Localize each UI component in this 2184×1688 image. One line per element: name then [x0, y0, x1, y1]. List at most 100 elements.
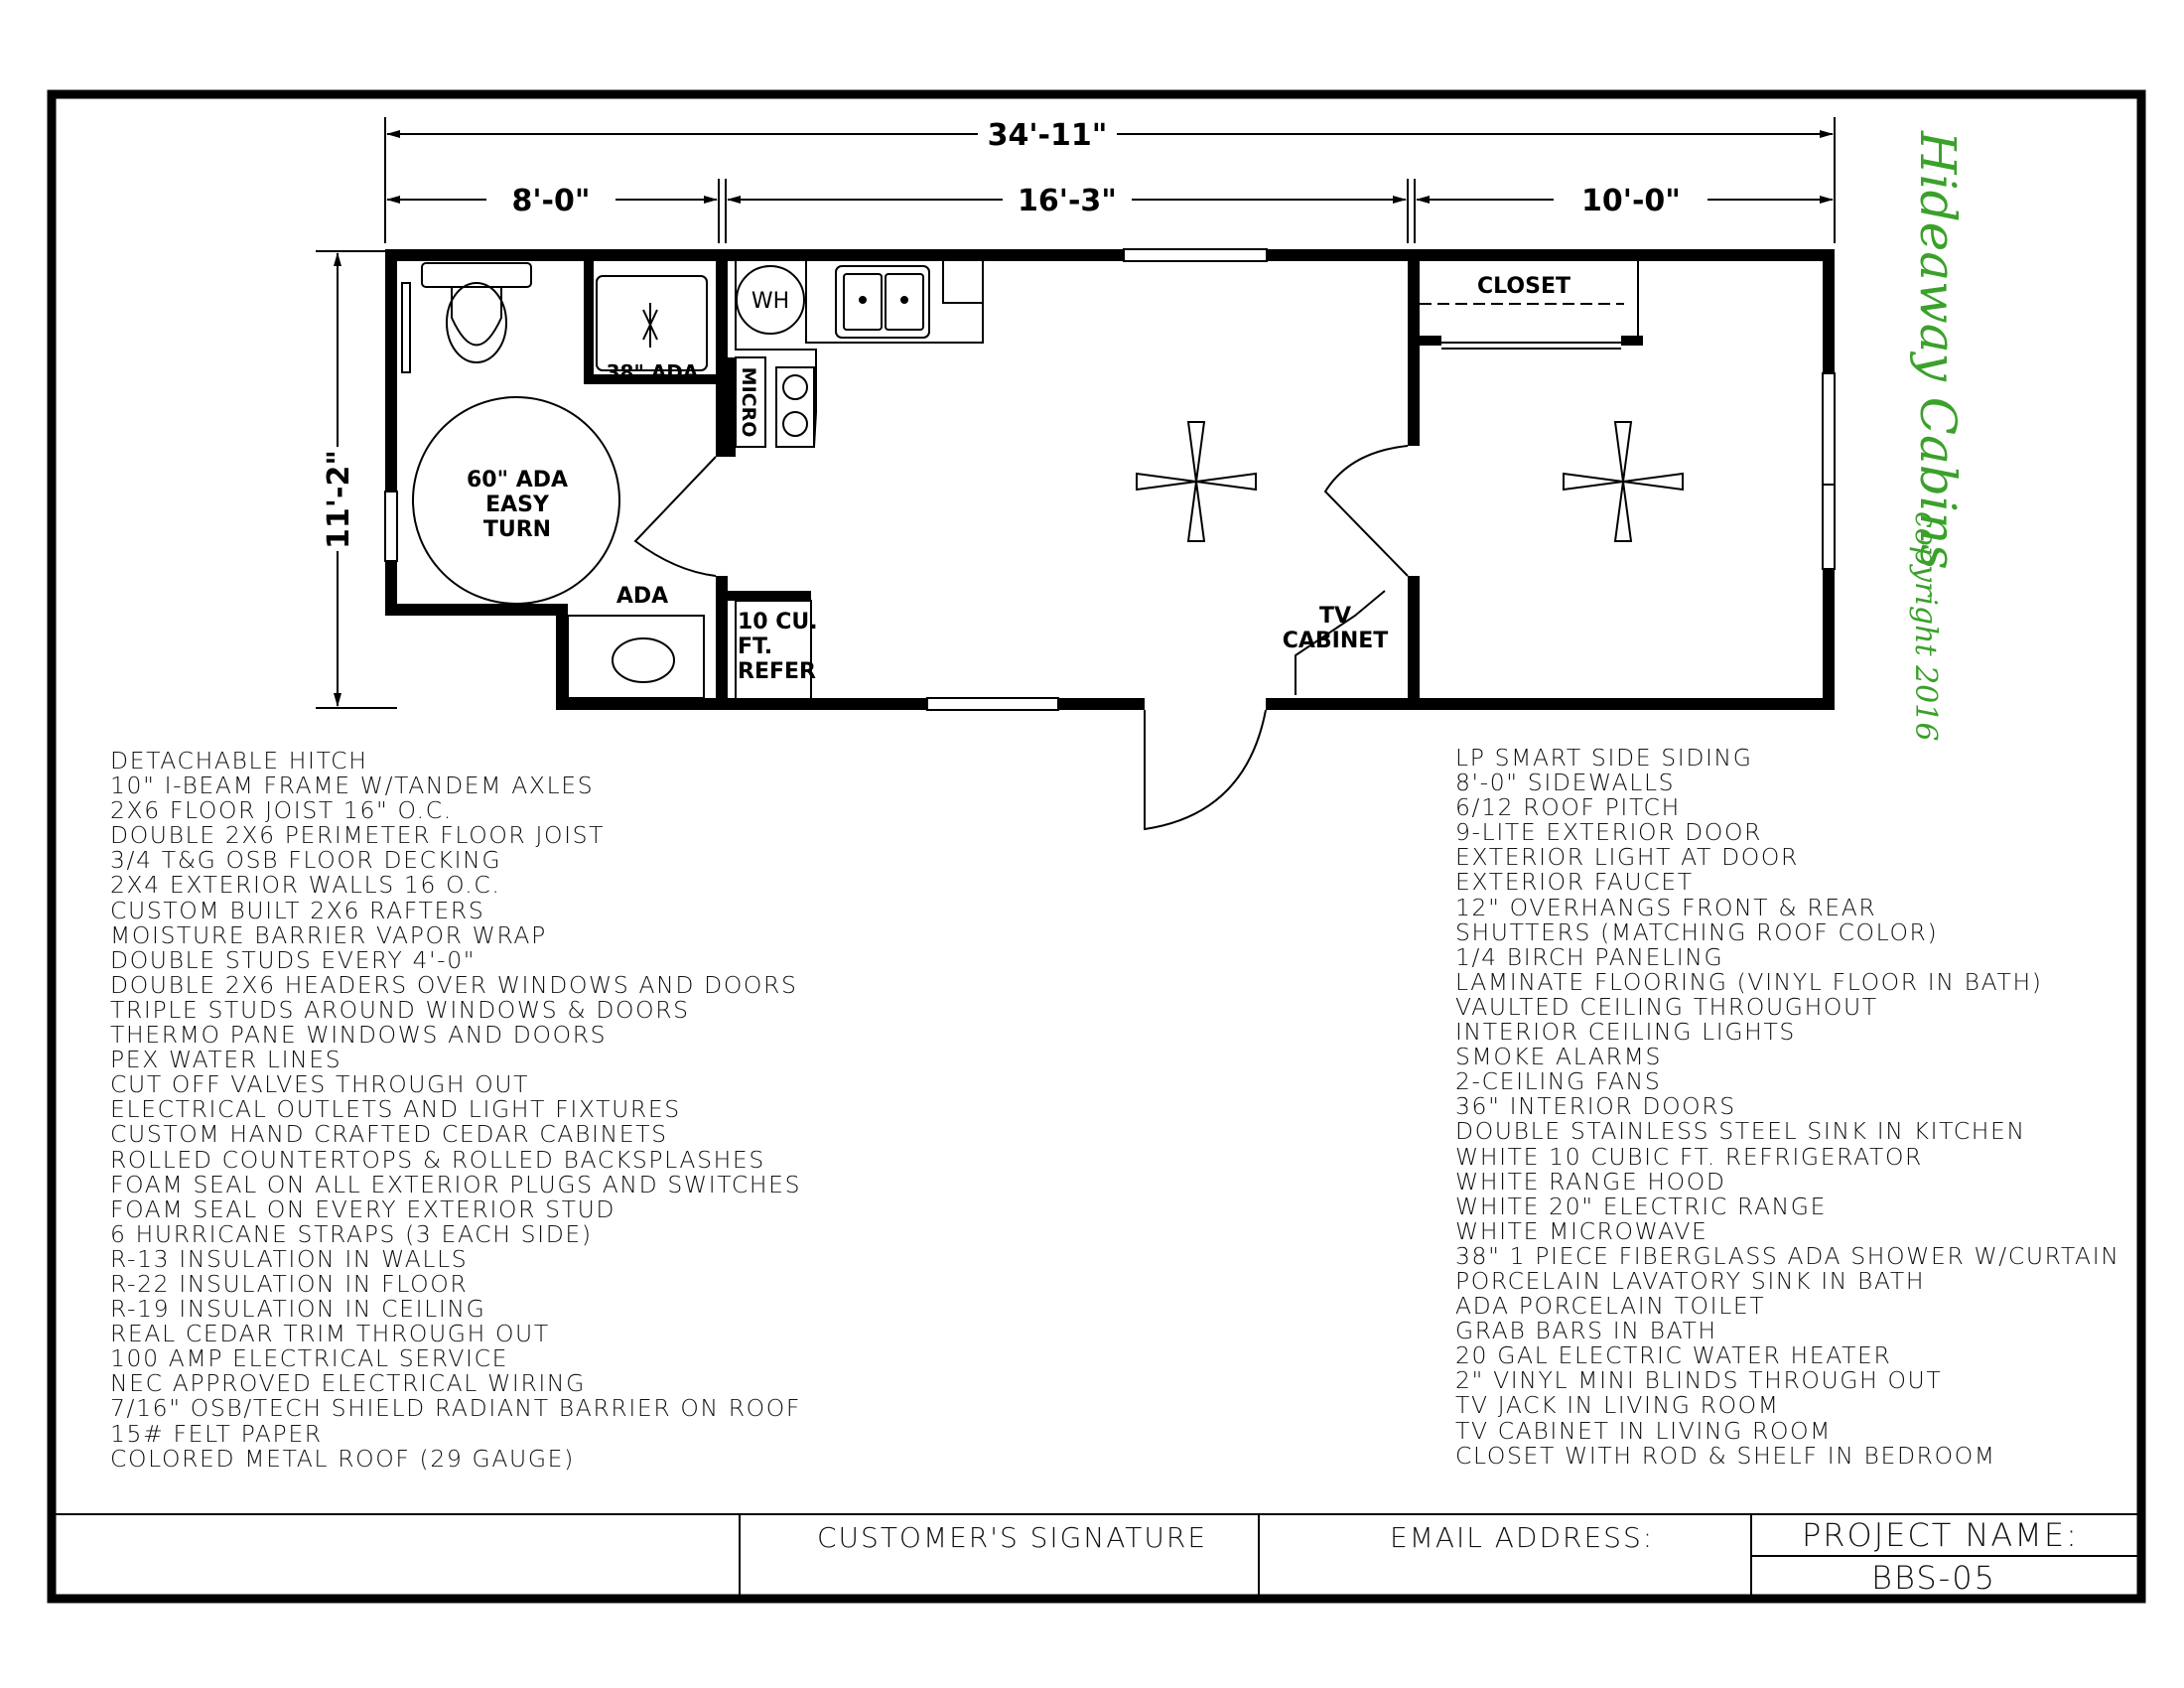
lavatory-sink	[567, 615, 705, 699]
project-name-value: BBS-05	[1871, 1559, 1996, 1597]
spec-item: NEC APPROVED ELECTRICAL WIRING	[110, 1371, 586, 1398]
sheet-border	[47, 89, 2146, 1604]
spec-item: 6 HURRICANE STRAPS (3 EACH SIDE)	[110, 1221, 593, 1248]
spec-item: R-19 INSULATION IN CEILING	[110, 1297, 486, 1324]
electric-range	[775, 366, 815, 448]
spec-item: LP SMART SIDE SIDING	[1455, 746, 1753, 772]
spec-item: 1/4 BIRCH PANELING	[1455, 944, 1724, 971]
spec-item: COLORED METAL ROOF (29 GAUGE)	[110, 1446, 575, 1473]
spec-item: 36" INTERIOR DOORS	[1455, 1094, 1736, 1121]
spec-item: 3/4 T&G OSB FLOOR DECKING	[110, 848, 502, 875]
overall-width-label: 11'-2"	[322, 450, 356, 549]
dimension-lines	[316, 117, 1836, 709]
spec-item: ADA PORCELAIN TOILET	[1455, 1294, 1766, 1321]
window-bath	[384, 491, 398, 562]
spec-item: 38" 1 PIECE FIBERGLASS ADA SHOWER W/CURT…	[1455, 1243, 2120, 1270]
spec-item: 20 GAL ELECTRIC WATER HEATER	[1455, 1343, 1892, 1370]
windows	[384, 248, 1836, 711]
title-block	[54, 1513, 2139, 1599]
spec-item: GRAB BARS IN BATH	[1455, 1319, 1717, 1345]
closet	[1420, 261, 1639, 350]
kitchen-counter	[735, 261, 817, 448]
bath-door-swing	[633, 456, 717, 577]
tv-cabinet-line-2: CABINET	[1283, 629, 1389, 653]
section-2-label: 16'-3"	[1018, 184, 1117, 218]
spec-item: 100 AMP ELECTRICAL SERVICE	[110, 1346, 509, 1373]
spec-item: CUSTOM BUILT 2X6 RAFTERS	[110, 898, 485, 924]
email-address-label: EMAIL ADDRESS:	[1390, 1521, 1655, 1554]
specs-left-list: DETACHABLE HITCH 10" I-BEAM FRAME W/TAND…	[110, 749, 802, 1473]
water-heater-label: WH	[751, 289, 789, 314]
spec-item: INTERIOR CEILING LIGHTS	[1455, 1020, 1796, 1047]
spec-item: 9-LITE EXTERIOR DOOR	[1455, 820, 1763, 847]
walls	[385, 249, 1835, 710]
window-bedroom-1	[1822, 372, 1836, 486]
spec-item: REAL CEDAR TRIM THROUGH OUT	[110, 1322, 550, 1348]
spec-item: DOUBLE 2X6 HEADERS OVER WINDOWS AND DOOR…	[110, 972, 798, 999]
spec-item: ROLLED COUNTERTOPS & ROLLED BACKSPLASHES	[110, 1147, 765, 1174]
microwave-label: MICRO	[738, 367, 759, 438]
spec-item: PEX WATER LINES	[110, 1048, 342, 1074]
microwave	[735, 356, 766, 448]
spec-item: ELECTRICAL OUTLETS AND LIGHT FIXTURES	[110, 1097, 681, 1124]
spec-item: CLOSET WITH ROD & SHELF IN BEDROOM	[1455, 1443, 1996, 1470]
window-top	[1123, 248, 1268, 262]
shower	[596, 275, 708, 371]
ada-turn-circle	[412, 396, 620, 605]
spec-item: R-22 INSULATION IN FLOOR	[110, 1271, 469, 1298]
window-bottom	[926, 697, 1059, 711]
spec-item: WHITE 10 CUBIC FT. REFRIGERATOR	[1455, 1144, 1924, 1171]
spec-item: THERMO PANE WINDOWS AND DOORS	[110, 1023, 608, 1050]
room-labels: CLOSET WH 38" ADA MICRO 60" ADA EASY TUR…	[467, 274, 1570, 684]
spec-item: VAULTED CEILING THROUGHOUT	[1455, 994, 1878, 1021]
section-3-label: 10'-0"	[1581, 184, 1681, 218]
specs-right-list: LP SMART SIDE SIDING 8'-0" SIDEWALLS 6/1…	[1455, 746, 2120, 1470]
spec-item: DOUBLE STUDS EVERY 4'-0"	[110, 947, 477, 974]
spec-item: 2X6 FLOOR JOIST 16" O.C.	[110, 798, 453, 825]
spec-item: 2X4 EXTERIOR WALLS 16 O.C.	[110, 873, 501, 900]
closet-label: CLOSET	[1477, 274, 1570, 299]
dimension-labels: 34'-11" 8'-0" 16'-3" 10'-0" 11'-2"	[322, 118, 1681, 549]
fixtures	[412, 261, 1639, 831]
overall-length-label: 34'-11"	[988, 118, 1108, 153]
spec-item: 10" I-BEAM FRAME W/TANDEM AXLES	[110, 774, 595, 800]
bedroom-door-swing	[1323, 445, 1409, 577]
ceiling-fan-living	[1136, 421, 1257, 542]
brand-copyright: copyright 2016	[1908, 511, 1943, 741]
spec-item: 7/16" OSB/TECH SHIELD RADIANT BARRIER ON…	[110, 1396, 801, 1423]
fridge-line-1: 10 CU.	[738, 610, 818, 634]
spec-item: PORCELAIN LAVATORY SINK IN BATH	[1455, 1268, 1926, 1295]
spec-item: 15# FELT PAPER	[110, 1421, 323, 1448]
spec-item: TV CABINET IN LIVING ROOM	[1455, 1418, 1833, 1445]
tv-cabinet-leader	[1295, 590, 1386, 695]
window-bedroom-2	[1822, 484, 1836, 570]
fridge-line-2: FT.	[738, 634, 772, 659]
toilet	[421, 262, 532, 363]
turn-circle-line-3: TURN	[483, 517, 551, 542]
spec-item: EXTERIOR LIGHT AT DOOR	[1455, 845, 1799, 872]
spec-item: DOUBLE 2X6 PERIMETER FLOOR JOIST	[110, 823, 606, 850]
spec-item: LAMINATE FLOORING (VINYL FLOOR IN BATH)	[1455, 969, 2043, 996]
spec-item: CUSTOM HAND CRAFTED CEDAR CABINETS	[110, 1122, 668, 1149]
refrigerator	[735, 600, 812, 709]
spec-item: 8'-0" SIDEWALLS	[1455, 771, 1676, 797]
spec-item: WHITE MICROWAVE	[1455, 1218, 1708, 1245]
customer-signature-label: CUSTOMER'S SIGNATURE	[817, 1521, 1208, 1554]
exterior-door	[1144, 709, 1267, 831]
fridge-line-3: REFER	[738, 659, 816, 684]
turn-circle-line-1: 60" ADA	[467, 468, 568, 492]
spec-item: WHITE RANGE HOOD	[1455, 1169, 1726, 1196]
brand-name: Hideaway Cabins	[1909, 130, 1967, 570]
spec-item: TV JACK IN LIVING ROOM	[1455, 1393, 1780, 1420]
ceiling-fan-bedroom	[1563, 421, 1684, 542]
spec-item: MOISTURE BARRIER VAPOR WRAP	[110, 922, 547, 949]
kitchen-sink	[835, 265, 930, 339]
shower-label: 38" ADA	[607, 360, 699, 384]
spec-item: TRIPLE STUDS AROUND WINDOWS & DOORS	[110, 997, 690, 1024]
spec-item: FOAM SEAL ON EVERY EXTERIOR STUD	[110, 1196, 616, 1223]
spec-item: SMOKE ALARMS	[1455, 1045, 1663, 1071]
spec-item: FOAM SEAL ON ALL EXTERIOR PLUGS AND SWIT…	[110, 1172, 802, 1198]
spec-item: 2" VINYL MINI BLINDS THROUGH OUT	[1455, 1368, 1943, 1395]
spec-item: WHITE 20" ELECTRIC RANGE	[1455, 1194, 1828, 1220]
